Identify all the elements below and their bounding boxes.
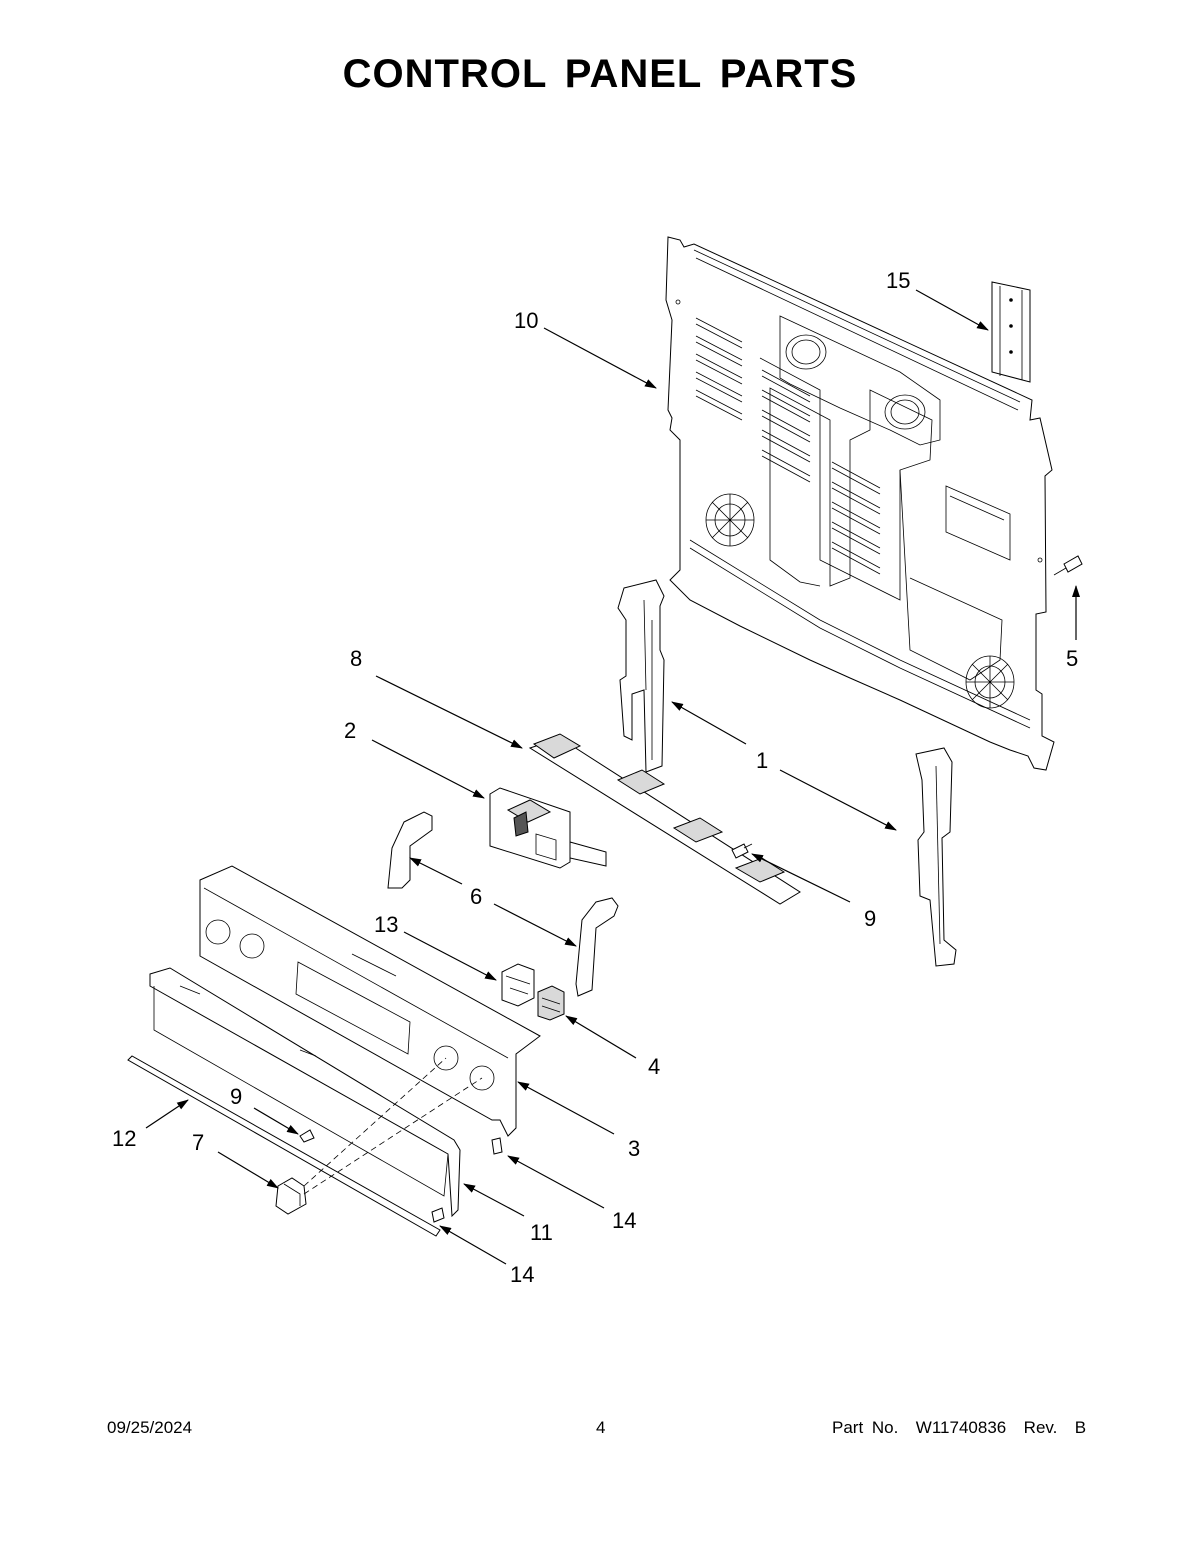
callout-7: 7: [192, 1130, 204, 1155]
part-4-switch: [537, 985, 565, 1021]
callout-10: 10: [514, 308, 538, 333]
callout-15: 15: [886, 268, 910, 293]
callout-13: 13: [374, 912, 398, 937]
callout-6: 6: [470, 884, 482, 909]
part-7-knob: [275, 1177, 307, 1215]
part-11-front-trim: [149, 967, 461, 1218]
part-9-screw-lower: [299, 1129, 315, 1143]
callout-9-lower: 9: [230, 1084, 242, 1109]
callout-14-lower: 14: [510, 1262, 534, 1287]
callout-14-upper: 14: [612, 1208, 636, 1233]
part-3-control-console: [199, 865, 541, 1137]
part-15-bracket: [991, 281, 1031, 383]
part-14-screw-lower: [431, 1207, 445, 1223]
footer-part-number: Part No. W11740836 Rev. B: [832, 1418, 1087, 1437]
part-13-relay: [501, 963, 535, 1007]
callout-3: 3: [628, 1136, 640, 1161]
part-6-bracket-right: [575, 897, 619, 997]
part-5-screw: [1053, 555, 1083, 576]
callout-12: 12: [112, 1126, 136, 1151]
footer-date: 09/25/2024: [107, 1418, 193, 1437]
callout-2: 2: [344, 718, 356, 743]
callout-1: 1: [756, 748, 768, 773]
page-title: CONTROL PANEL PARTS: [342, 52, 858, 96]
callout-4: 4: [648, 1054, 660, 1079]
part-9-screw-upper: [731, 843, 753, 859]
part-1-side-bracket-right: [915, 747, 957, 967]
callout-11: 11: [530, 1220, 553, 1245]
fan-vent-right-icon: [965, 655, 1015, 709]
part-1-side-bracket-left: [617, 579, 665, 773]
leader-lines: [145, 289, 1080, 1265]
part-10-mounting-panel: [665, 236, 1055, 771]
part-14-screw-upper: [491, 1137, 503, 1155]
part-2-control-board: [489, 787, 607, 869]
callout-9-upper: 9: [864, 906, 876, 931]
fan-vent-left-icon: [705, 493, 755, 547]
footer-page-number: 4: [596, 1418, 606, 1437]
callout-8: 8: [350, 646, 362, 671]
callout-5: 5: [1066, 646, 1078, 671]
part-6-bracket-left: [387, 811, 433, 889]
